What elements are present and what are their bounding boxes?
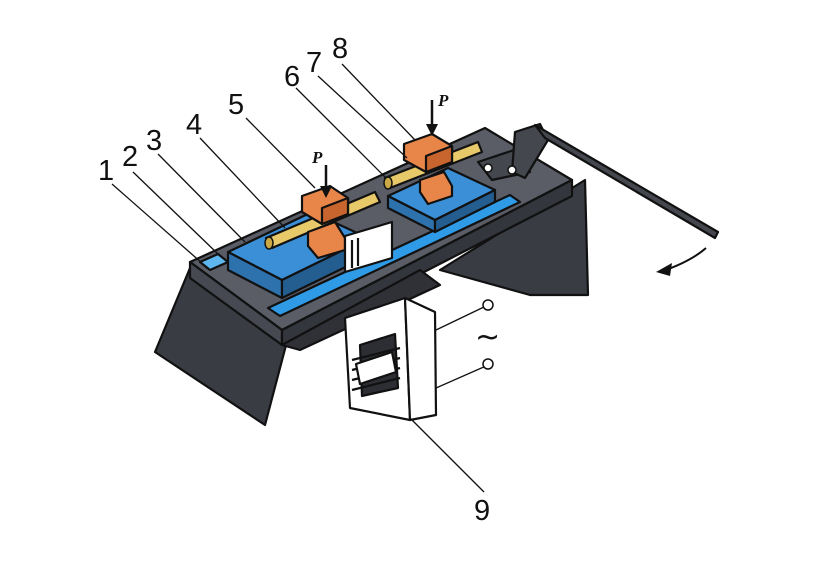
leader-1 [111, 183, 204, 265]
lever-pivot [483, 163, 493, 173]
guide-rails [198, 193, 522, 318]
force-arrow-left-head [320, 186, 332, 198]
callout-5: 5 [228, 89, 244, 121]
force-arrow-right-head [426, 124, 438, 136]
leader-4 [199, 137, 286, 229]
transformer-upper-coil [343, 220, 394, 274]
winding-1 [351, 346, 401, 362]
rod-right-end [383, 176, 393, 190]
electrode-right [402, 132, 454, 206]
force-label-left: P [311, 148, 323, 167]
transformer-core-side [403, 296, 438, 422]
callout-8: 8 [332, 33, 348, 65]
callout-1: 1 [98, 155, 114, 187]
callout-4: 4 [186, 109, 202, 141]
leader-7 [317, 75, 408, 159]
callout-6: 6 [284, 61, 300, 93]
terminal-top [482, 299, 494, 311]
leader-5 [245, 117, 316, 189]
force-label-right: P [437, 91, 449, 110]
rail-front [266, 193, 522, 318]
winding-block [354, 350, 398, 386]
rotation-arrow-head [656, 263, 672, 276]
housing-side-face [280, 178, 574, 347]
rod-left-end [264, 236, 274, 250]
electrode-left-upper-shade [320, 196, 350, 226]
callout-7: 7 [306, 47, 322, 79]
callout-2: 2 [122, 141, 138, 173]
electrode-right-upper-shade [424, 144, 454, 174]
ac-symbol: ~ [475, 320, 500, 355]
leader-6 [295, 87, 387, 179]
callout-3: 3 [146, 125, 162, 157]
lever-pivot-2 [507, 165, 517, 175]
electrode-right-lower [418, 170, 454, 206]
force-arrows: P P [311, 91, 449, 198]
callout-9: 9 [474, 495, 490, 527]
winding-4 [351, 376, 401, 392]
terminal-wire-bottom [435, 365, 487, 389]
leader-9 [409, 417, 485, 493]
housing-skirt [280, 268, 442, 352]
leader-3 [157, 153, 246, 243]
electrode-left [300, 184, 350, 260]
leader-lines [111, 63, 485, 493]
lever-handle [533, 123, 720, 240]
callout-numbers: 1 2 3 4 5 6 7 8 9 [98, 33, 490, 527]
lever-arm [476, 122, 720, 276]
leader-8 [341, 63, 416, 141]
leader-2 [132, 171, 219, 255]
table-right-side [433, 188, 497, 234]
terminal-bottom [482, 358, 494, 370]
terminal-wire-top [435, 305, 487, 331]
transformer: ~ [343, 220, 500, 422]
